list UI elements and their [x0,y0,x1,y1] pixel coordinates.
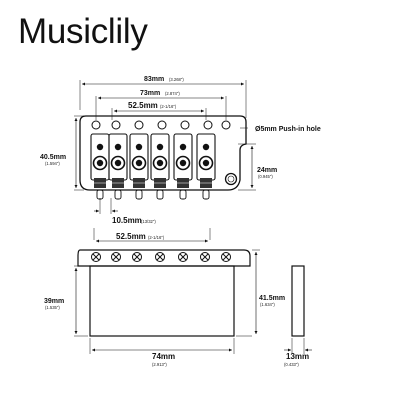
push-in-hole [224,172,238,186]
saddle [150,133,170,188]
saddle [129,133,149,188]
plate-height-label: 40.5mm [40,154,66,161]
svg-text:(3.268"): (3.268") [169,77,184,82]
screw-head [132,252,142,262]
intonation-screws [96,189,210,200]
mounting-hole [134,120,144,130]
svg-text:(2-1/16"): (2-1/16") [148,235,165,240]
top-view [79,115,247,200]
svg-text:(0.433"): (0.433") [284,362,299,367]
saddle [196,133,216,188]
svg-text:(1.594"): (1.594") [45,161,60,166]
svg-text:(1.535"): (1.535") [45,305,60,310]
mount-width-label: 73mm [140,90,160,97]
brand-logo-text: Musiclily [18,12,148,51]
mounting-hole [180,120,190,130]
saddle [108,133,128,188]
dim-string-spacing-bottom: 52.5mm (2-1/16") [93,228,211,243]
dim-hole-offset: 24mm (0.945") [238,143,277,191]
dim-total-height: 41.5mm (1.634") [236,249,285,337]
side-block [291,265,305,337]
intonation-screw [179,189,187,200]
dim-mount-width: 73mm (2.874") [95,90,227,120]
svg-text:(0.945"): (0.945") [258,174,273,179]
screw-head [221,252,231,262]
block-depth-label: 13mm [286,352,309,361]
intonation-screw [135,189,143,200]
svg-text:(2.913"): (2.913") [152,362,167,367]
screw-head [200,252,210,262]
intonation-screw [202,189,210,200]
mounting-hole [221,120,231,130]
dim-block-height: 39mm (1.535") [44,265,88,337]
screw-head [178,252,188,262]
mounting-hole [157,120,167,130]
intonation-screw [96,189,104,200]
side-view [291,265,305,337]
front-view [77,249,251,337]
dim-saddle-width: 10.5mm (13/32") [94,198,156,225]
string-spacing-bottom-label: 52.5mm [116,232,146,241]
dim-block-depth: 13mm (0.433") [284,338,312,367]
saddle-width-label: 10.5mm [112,216,142,225]
tremolo-block [89,265,235,337]
block-width-label: 74mm [152,352,175,361]
string-spacing-top-label: 52.5mm [128,101,158,110]
screw-head [91,252,101,262]
screw-head [111,252,121,262]
svg-text:(1.634"): (1.634") [260,302,275,307]
svg-text:(13/32"): (13/32") [141,219,156,224]
mounting-holes [91,120,101,130]
saddle [173,133,193,188]
block-height-label: 39mm [44,298,64,305]
dim-plate-height: 40.5mm (1.594") [40,115,84,191]
hole-offset-label: 24mm [257,167,277,174]
svg-text:(2-1/16"): (2-1/16") [160,104,177,109]
saddle [90,133,110,188]
push-in-hole-callout: Ø5mm Push-in hole [240,126,321,133]
saddles [90,133,216,188]
svg-text:(2.874"): (2.874") [165,91,180,96]
mounting-hole [111,120,121,130]
total-height-label: 41.5mm [259,295,285,302]
push-in-hole-label: Ø5mm Push-in hole [255,126,321,133]
front-screw-heads [91,252,231,262]
bridge-plate-outline [79,115,247,191]
dim-string-spacing-top: 52.5mm (2-1/16") [111,101,207,120]
overall-width-label: 83mm [144,76,164,83]
intonation-screw [156,189,164,200]
dim-block-width: 74mm (2.913") [89,338,235,367]
mounting-hole [203,120,213,130]
screw-head [155,252,165,262]
dim-overall-width: 83mm (3.268") [79,76,247,118]
intonation-screw [114,189,122,200]
